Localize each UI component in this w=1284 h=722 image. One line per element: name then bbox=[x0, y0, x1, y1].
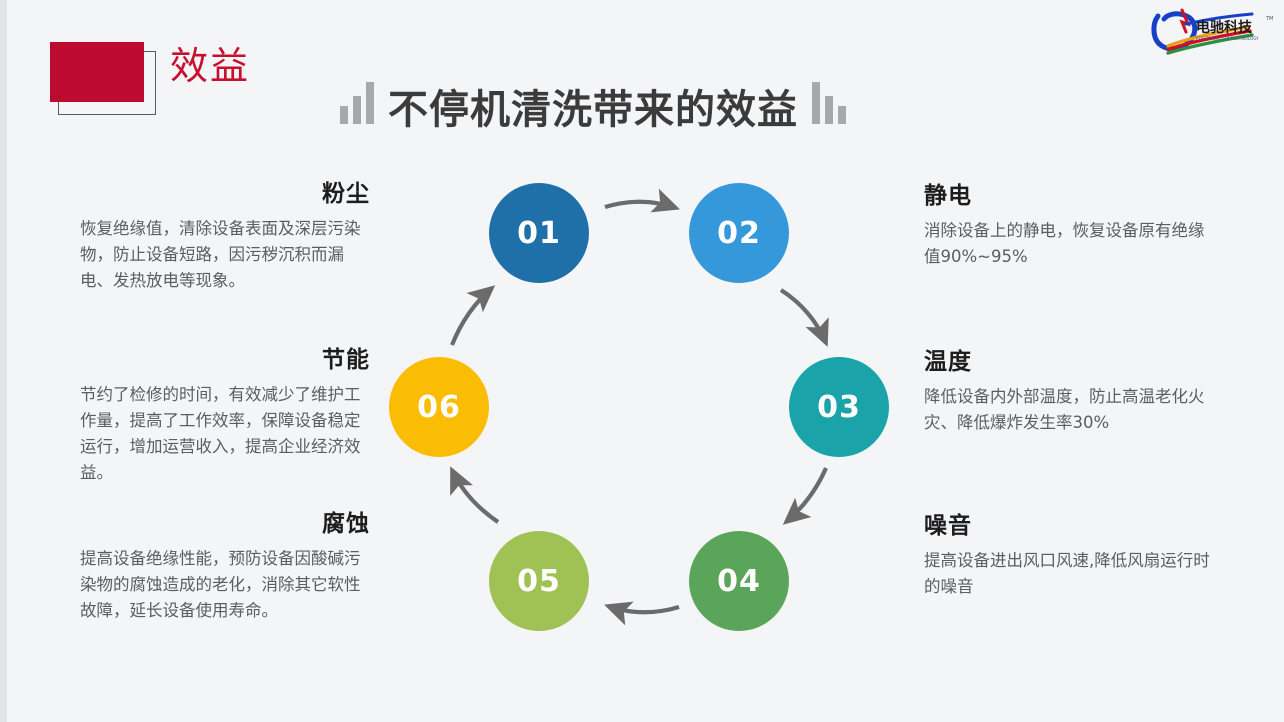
cycle-node-06[interactable]: 06 bbox=[389, 357, 489, 457]
benefit-block-noise: 噪音 提高设备进出风口风速,降低风扇运行时的噪音 bbox=[924, 513, 1214, 600]
benefit-heading-corrosion: 腐蚀 bbox=[322, 511, 370, 537]
ascending-bars-icon bbox=[340, 80, 374, 130]
cycle-node-04[interactable]: 04 bbox=[689, 531, 789, 631]
benefit-heading-energy: 节能 bbox=[322, 347, 370, 373]
cycle-node-05-number: 05 bbox=[517, 563, 561, 599]
benefit-body-dust: 恢复绝缘值，清除设备表面及深层污染物，防止设备短路，因污秽沉积而漏电、发热放电等… bbox=[80, 219, 361, 291]
badge-fill-shape bbox=[50, 42, 144, 102]
logo-mark-icon: 电驰科技 ELECTRICAL CHI TECHNOLOGY TM bbox=[1151, 8, 1273, 55]
benefit-block-temperature: 温度 降低设备内外部温度，防止高温老化火灾、降低爆炸发生率30% bbox=[924, 349, 1214, 436]
cycle-node-06-number: 06 bbox=[417, 389, 461, 425]
benefit-body-temperature: 降低设备内外部温度，防止高温老化火灾、降低爆炸发生率30% bbox=[924, 387, 1205, 433]
company-logo: 电驰科技 ELECTRICAL CHI TECHNOLOGY TM bbox=[1148, 2, 1278, 58]
arrow-02-to-03 bbox=[779, 288, 829, 347]
cycle-node-05[interactable]: 05 bbox=[489, 531, 589, 631]
cycle-node-04-number: 04 bbox=[717, 563, 761, 599]
arrow-01-to-02 bbox=[604, 188, 680, 213]
arrow-04-to-05 bbox=[604, 601, 680, 626]
benefit-body-energy: 节约了检修的时间，有效减少了维护工作量，提高了工作效率，保障设备稳定运行，增加运… bbox=[80, 385, 361, 483]
cycle-node-01-number: 01 bbox=[517, 215, 561, 251]
benefit-heading-noise: 噪音 bbox=[924, 513, 972, 539]
benefit-heading-static: 静电 bbox=[924, 183, 972, 209]
benefit-block-static: 静电 消除设备上的静电，恢复设备原有绝缘值90%~95% bbox=[924, 183, 1214, 270]
cycle-node-03-number: 03 bbox=[817, 389, 861, 425]
arrow-05-to-06 bbox=[450, 466, 500, 524]
logo-brand-cn: 电驰科技 bbox=[1196, 19, 1253, 36]
benefit-body-static: 消除设备上的静电，恢复设备原有绝缘值90%~95% bbox=[924, 221, 1205, 267]
page-title: 不停机清洗带来的效益 bbox=[388, 87, 798, 133]
arrow-03-to-04 bbox=[782, 467, 828, 525]
cycle-node-03[interactable]: 03 bbox=[789, 357, 889, 457]
section-badge-label: 效益 bbox=[170, 44, 251, 88]
left-edge-accent-strip bbox=[0, 0, 7, 722]
benefit-block-dust: 粉尘 恢复绝缘值，清除设备表面及深层污染物，防止设备短路，因污秽沉积而漏电、发热… bbox=[80, 181, 370, 294]
descending-bars-icon bbox=[812, 80, 846, 130]
logo-trademark: TM bbox=[1265, 16, 1273, 22]
arrow-06-to-01 bbox=[450, 285, 496, 346]
cycle-node-02[interactable]: 02 bbox=[689, 183, 789, 283]
benefit-block-energy: 节能 节约了检修的时间，有效减少了维护工作量，提高了工作效率，保障设备稳定运行，… bbox=[80, 347, 370, 487]
benefit-body-corrosion: 提高设备绝缘性能，预防设备因酸碱污染物的腐蚀造成的老化，消除其它软性故障，延长设… bbox=[80, 549, 361, 621]
benefit-body-noise: 提高设备进出风口风速,降低风扇运行时的噪音 bbox=[924, 551, 1210, 597]
benefit-block-corrosion: 腐蚀 提高设备绝缘性能，预防设备因酸碱污染物的腐蚀造成的老化，消除其它软性故障，… bbox=[80, 511, 370, 624]
logo-brand-en: ELECTRICAL CHI TECHNOLOGY bbox=[1196, 36, 1259, 41]
cycle-node-01[interactable]: 01 bbox=[489, 183, 589, 283]
section-badge bbox=[50, 42, 160, 115]
benefit-heading-dust: 粉尘 bbox=[322, 181, 370, 207]
benefit-heading-temperature: 温度 bbox=[924, 349, 972, 375]
title-row: 不停机清洗带来的效益 bbox=[340, 70, 846, 130]
cycle-node-02-number: 02 bbox=[717, 215, 761, 251]
